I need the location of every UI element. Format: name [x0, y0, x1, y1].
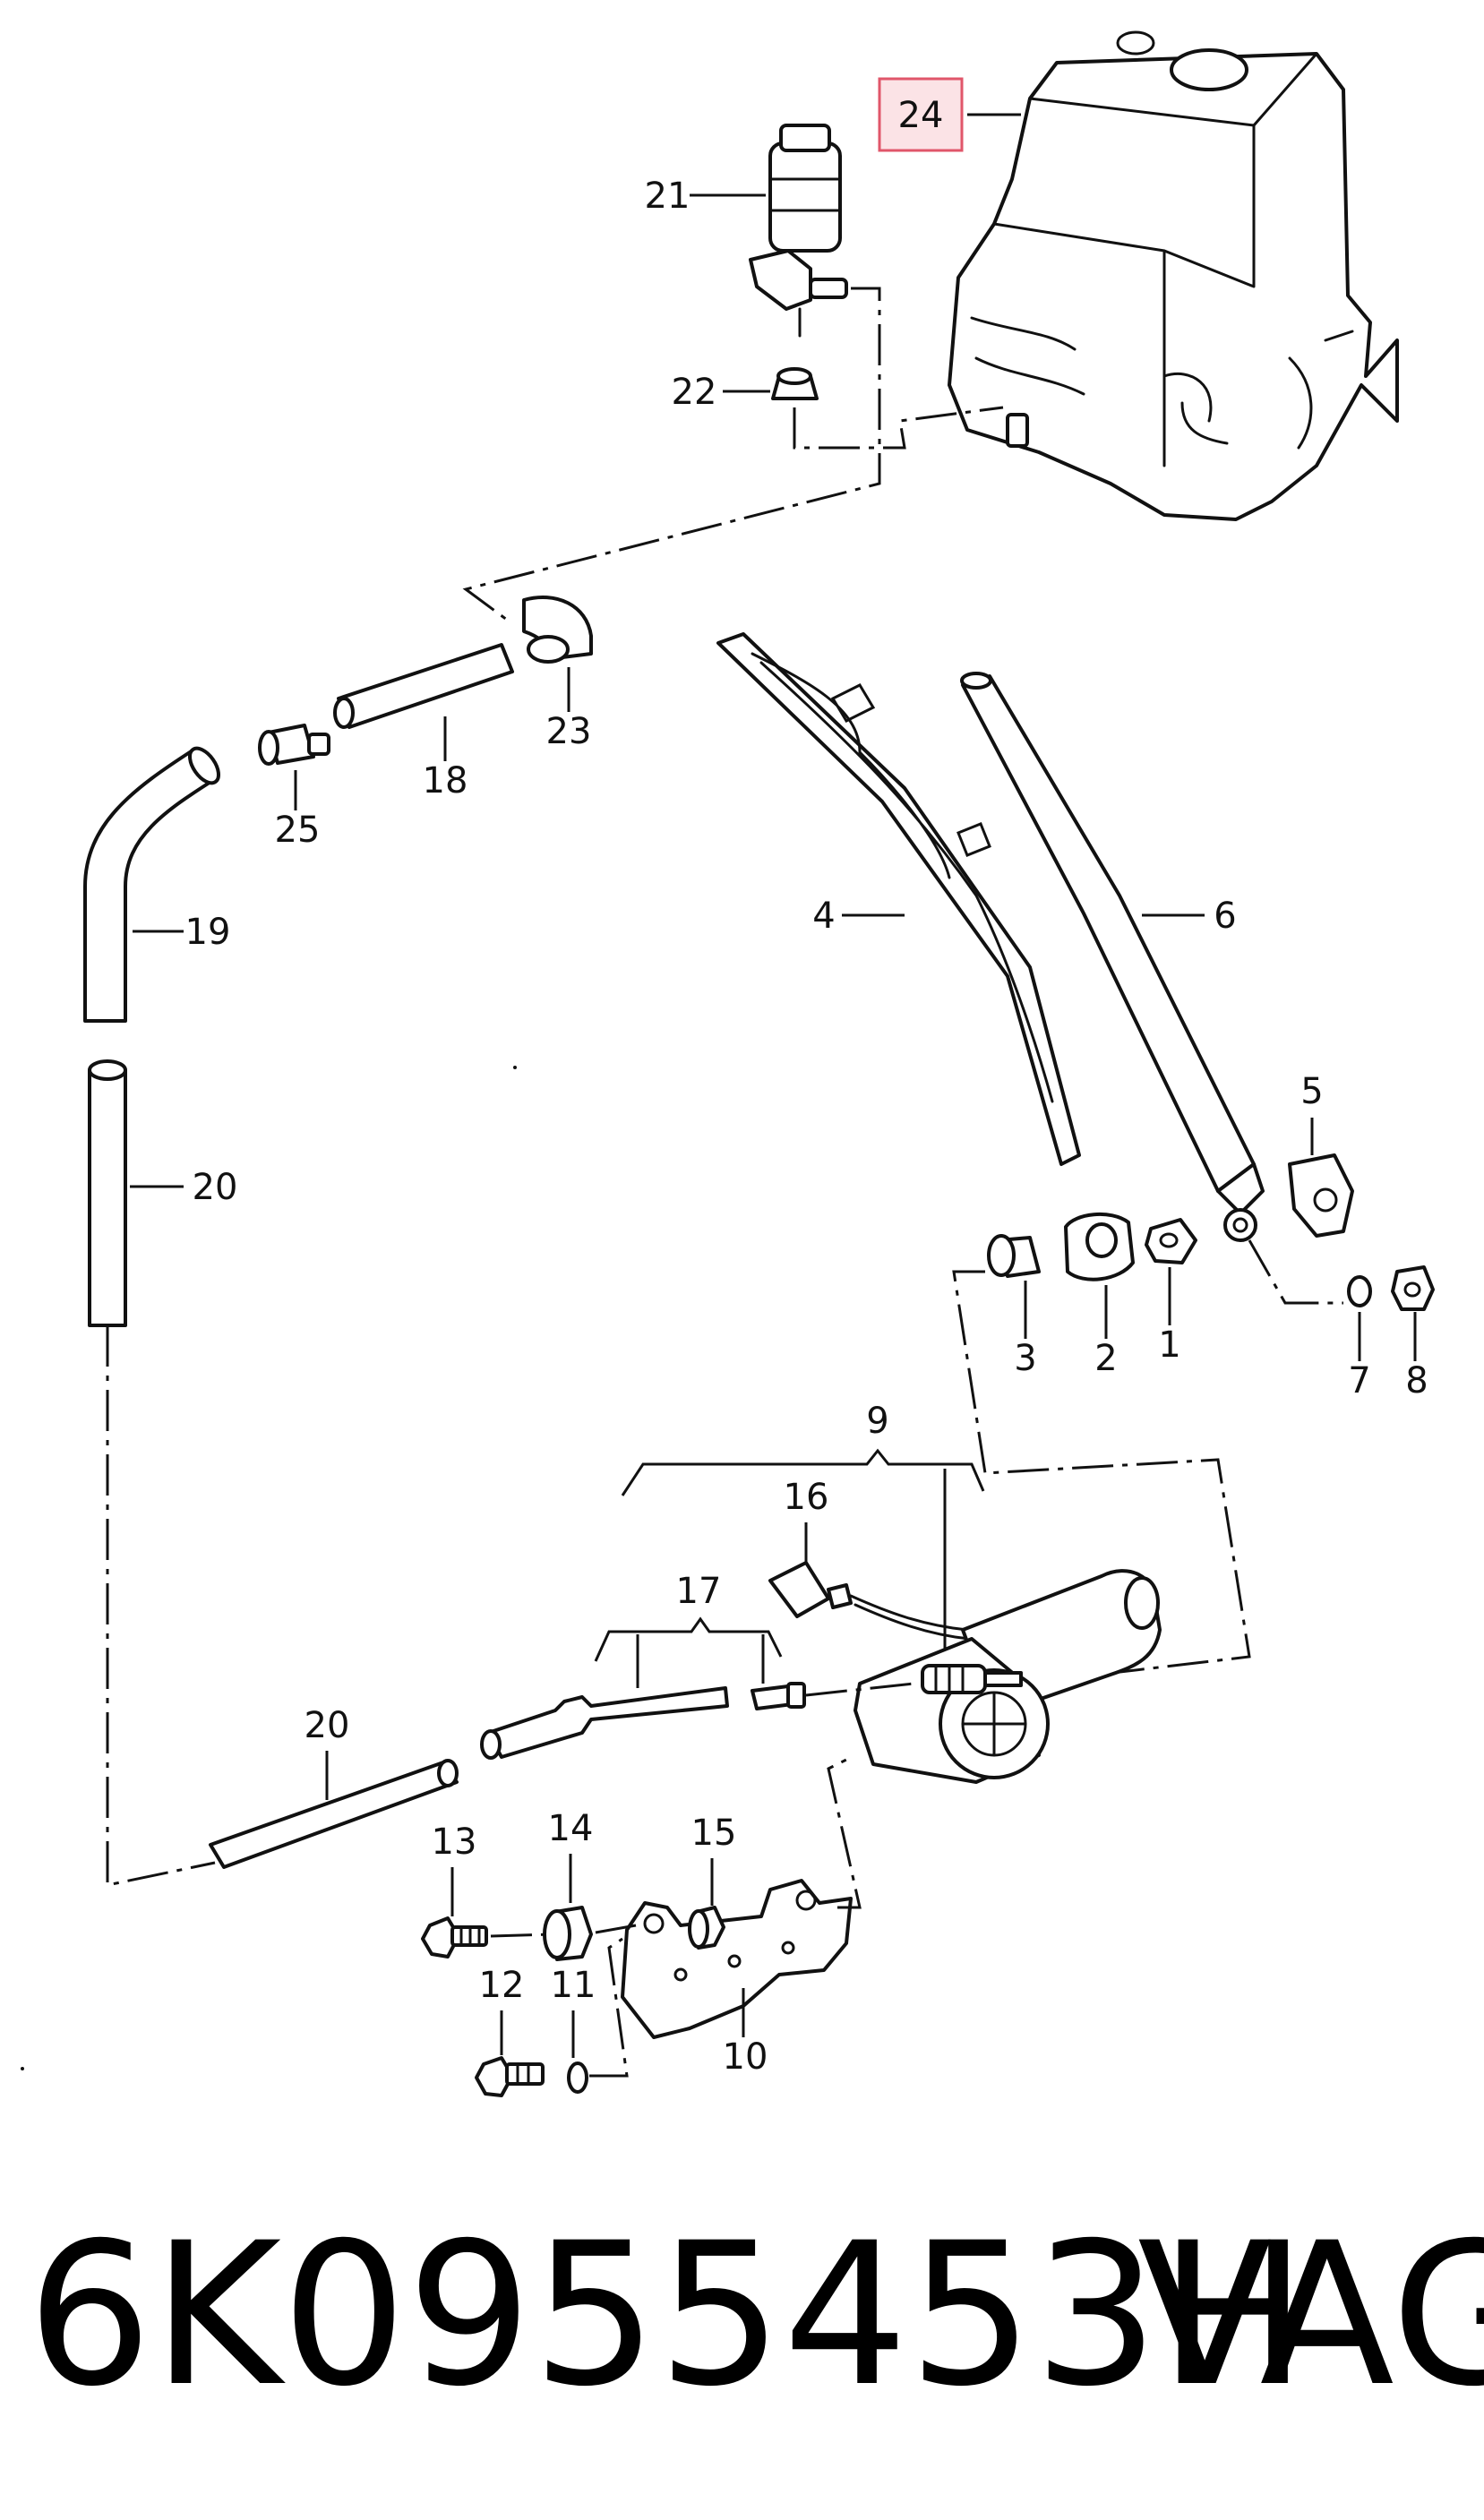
pump-grommet [771, 367, 819, 400]
callout-9: 9 [866, 1401, 888, 1442]
callout-18: 18 [423, 760, 468, 801]
footer: 6K0955453H VAG [27, 2181, 1484, 2449]
long-hose-vertical [88, 1059, 127, 1327]
speck [21, 2067, 24, 2070]
brand-label: VAG [1137, 2200, 1484, 2430]
wiper-spindle [480, 1686, 729, 1760]
wiper-arm-cap [1288, 1153, 1354, 1238]
callout-2: 2 [1094, 1338, 1117, 1379]
washer-11 [567, 2061, 588, 2094]
callout-24: 24 [898, 95, 944, 136]
washer-7 [1347, 1275, 1372, 1307]
part-number-label: 6K0955453H [27, 2200, 1308, 2430]
long-hose-lower [209, 1759, 459, 1869]
seal-washer-2 [1064, 1212, 1135, 1281]
callout-24-highlight-box [878, 77, 964, 152]
washer-pump [749, 124, 848, 338]
bolt-13 [421, 1916, 488, 1959]
callout-20-upper: 20 [193, 1167, 238, 1208]
callout-5: 5 [1300, 1071, 1323, 1112]
connector-line-washer-bracket [589, 1937, 629, 2078]
connector-line-pump-hose [462, 287, 881, 624]
callout-17: 17 [676, 1571, 722, 1612]
spindle-bolt [751, 1682, 806, 1710]
connector-line-spindle-washer [1248, 1239, 1343, 1305]
rubber-bush-14 [543, 1906, 593, 1961]
wiper-blade [960, 672, 1265, 1215]
grommet-3 [987, 1234, 1041, 1278]
spindle-head [1223, 1208, 1257, 1242]
callout-6: 6 [1214, 896, 1236, 937]
connector-line-bolt-bush [490, 1933, 552, 1938]
callout-25: 25 [275, 810, 321, 851]
callout-3: 3 [1014, 1338, 1036, 1379]
hose-connector [258, 724, 330, 766]
callout-14: 14 [548, 1808, 594, 1849]
hex-nut-1 [1145, 1218, 1197, 1264]
short-hose [333, 643, 514, 729]
spacer-15 [688, 1906, 725, 1950]
bolt-12 [475, 2056, 545, 2097]
bracket-17 [594, 1616, 783, 1662]
callout-1: 1 [1158, 1324, 1180, 1366]
speck [513, 1066, 517, 1069]
hex-nut-8 [1391, 1265, 1435, 1311]
connector-line-bush-bracket [595, 1924, 637, 1934]
callout-22: 22 [672, 372, 717, 413]
wiper-arm [716, 632, 1081, 1166]
connector-line-spindle-motor [805, 1682, 914, 1697]
connector-line-bracket-motor [827, 1758, 862, 1909]
callout-23: 23 [546, 711, 592, 752]
callout-19: 19 [185, 912, 231, 953]
wiper-motor [854, 1569, 1162, 1784]
bracket-9 [621, 1448, 985, 1496]
callout-16: 16 [784, 1477, 829, 1518]
callout-10: 10 [723, 2036, 768, 2078]
connector-line-grommet-motor [952, 1270, 1251, 1685]
callout-13: 13 [432, 1821, 477, 1863]
callout-12: 12 [479, 1965, 525, 2006]
callout-4: 4 [812, 896, 835, 937]
callout-7: 7 [1348, 1360, 1370, 1401]
mounting-bracket [621, 1879, 853, 2039]
connector-line-pump-reservoir [793, 406, 1004, 450]
connector-line-hose-route [106, 1325, 216, 1887]
callout-8: 8 [1405, 1360, 1428, 1401]
callout-20-lower: 20 [305, 1705, 350, 1746]
callout-21: 21 [645, 176, 691, 217]
callout-15: 15 [691, 1813, 737, 1854]
callout-11: 11 [551, 1965, 596, 2006]
bent-hose [83, 746, 220, 1023]
hose-elbow [522, 595, 593, 664]
washer-reservoir [948, 30, 1399, 521]
wiring-connector [768, 1561, 971, 1641]
